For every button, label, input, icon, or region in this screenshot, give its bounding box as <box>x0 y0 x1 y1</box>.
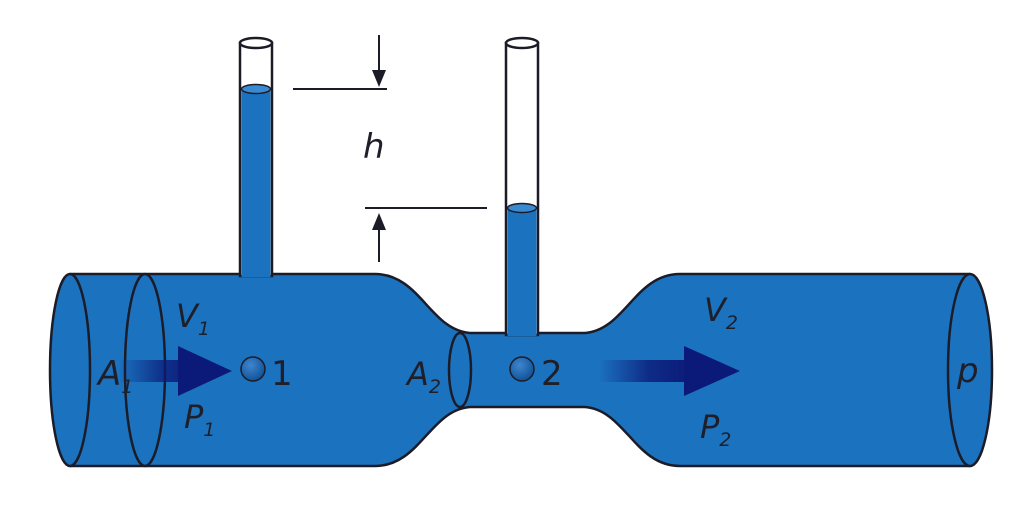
throat-cross-section <box>447 331 473 409</box>
manometer-tube-1 <box>238 36 274 278</box>
manometer-tube-2 <box>504 36 540 337</box>
point-2-label: 2 <box>541 354 563 394</box>
flow-arrow-outlet <box>598 346 740 396</box>
point-2-marker <box>509 356 535 382</box>
outlet-end-ellipse <box>946 272 994 468</box>
upper-arrow-head <box>372 70 386 87</box>
area-inlet-label: A1 <box>96 354 133 398</box>
area-throat-label: A2 <box>405 355 441 398</box>
lower-arrow-head <box>372 213 386 230</box>
point-1-label: 1 <box>271 354 293 394</box>
velocity-throat-label: V2 <box>704 291 738 334</box>
pressure-throat-label: P2 <box>700 408 731 451</box>
density-label: p <box>956 351 979 391</box>
height-label: h <box>363 127 385 167</box>
inlet-end-ellipse <box>48 272 92 468</box>
point-1-marker <box>240 356 266 382</box>
velocity-inlet-label: V1 <box>176 297 210 340</box>
flow-arrow-inlet <box>118 346 232 396</box>
pressure-inlet-label: P1 <box>184 398 215 441</box>
height-dimension <box>293 35 487 262</box>
